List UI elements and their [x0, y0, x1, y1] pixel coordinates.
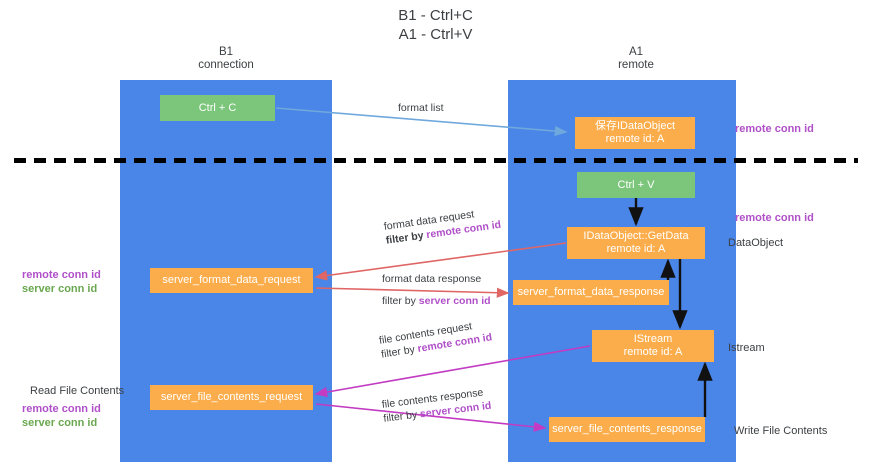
box-server-file-contents-request[interactable]: server_file_contents_request	[150, 385, 313, 410]
edge-label-format-data-response-line-2: filter by server conn id	[382, 294, 491, 308]
lane-header-a1-title: A1	[628, 46, 644, 58]
edge-label-format-list-text: format list	[398, 102, 444, 114]
page-title-line-2: A1 - Ctrl+V	[398, 26, 473, 43]
box-server-file-contents-response[interactable]: server_file_contents_response	[549, 417, 705, 442]
annotation-remote-conn-id-mid: remote conn id	[735, 212, 814, 224]
box-istream-line-2: remote id: A	[623, 346, 683, 358]
annotation-dataobject: DataObject	[728, 237, 784, 249]
annotation-istream: Istream	[728, 342, 765, 354]
filter-prefix: filter by	[382, 295, 419, 307]
lane-header-a1-subtitle: remote	[618, 59, 654, 71]
box-istream[interactable]: IStream remote id: A	[592, 330, 714, 362]
edge-label-format-list: format list	[398, 101, 444, 115]
box-idataobject[interactable]: 保存IDataObject remote id: A	[575, 117, 695, 149]
annotation-left-server-conn-id-bottom: server conn id	[22, 417, 98, 429]
annotation-left-remote-conn-id-top: remote conn id	[22, 269, 101, 281]
box-istream-line-1: IStream	[633, 333, 673, 345]
edge-label-format-data-response-line-1: format data response	[382, 273, 482, 285]
annotation-left-conn-ids-bottom: remote conn id server conn id	[22, 402, 101, 430]
annotation-left-remote-conn-id-bottom: remote conn id	[22, 403, 101, 415]
box-server-file-contents-request-label: server_file_contents_request	[160, 391, 303, 403]
lane-header-b1: B1 connection	[150, 46, 302, 72]
lane-header-b1-subtitle: connection	[198, 59, 254, 71]
annotation-left-conn-ids-top: remote conn id server conn id	[22, 268, 101, 296]
box-server-format-data-response-label: server_format_data_response	[517, 286, 665, 298]
lane-header-a1: A1 remote	[560, 46, 712, 72]
annotation-write-file-contents: Write File Contents	[734, 425, 828, 437]
box-server-file-contents-response-label: server_file_contents_response	[552, 423, 702, 435]
filter-key-server-conn-id: server conn id	[418, 295, 491, 307]
page-title-line-1: B1 - Ctrl+C	[398, 7, 473, 24]
edge-label-file-contents-response: file contents response filter by server …	[381, 385, 492, 426]
box-idataobject-getdata[interactable]: IDataObject::GetData remote id: A	[567, 227, 705, 259]
box-server-format-data-request[interactable]: server_format_data_request	[150, 268, 313, 293]
box-getdata-line-2: remote id: A	[606, 243, 666, 255]
box-ctrl-v[interactable]: Ctrl + V	[577, 172, 695, 198]
annotation-remote-conn-id-top: remote conn id	[735, 123, 814, 135]
box-server-format-data-request-label: server_format_data_request	[162, 274, 301, 286]
page-title: B1 - Ctrl+C A1 - Ctrl+V	[0, 6, 871, 44]
annotation-left-server-conn-id-top: server conn id	[22, 283, 98, 295]
section-divider	[14, 158, 858, 163]
edge-label-format-data-response: format data response filter by server co…	[382, 272, 491, 308]
annotation-read-file-contents: Read File Contents	[30, 385, 125, 397]
box-ctrl-v-label: Ctrl + V	[617, 178, 655, 191]
edge-label-format-data-request: format data request filter by remote con…	[383, 204, 502, 248]
box-idataobject-line-1: 保存IDataObject	[594, 120, 676, 132]
box-ctrl-c-label: Ctrl + C	[198, 101, 237, 114]
box-server-format-data-response[interactable]: server_format_data_response	[513, 280, 669, 305]
box-idataobject-line-2: remote id: A	[605, 133, 665, 145]
box-ctrl-c[interactable]: Ctrl + C	[160, 95, 275, 121]
edge-label-file-contents-request: file contents request filter by remote c…	[378, 316, 493, 361]
box-getdata-line-1: IDataObject::GetData	[583, 230, 689, 242]
filter-prefix: filter by	[382, 408, 421, 425]
lane-header-b1-title: B1	[218, 46, 234, 58]
